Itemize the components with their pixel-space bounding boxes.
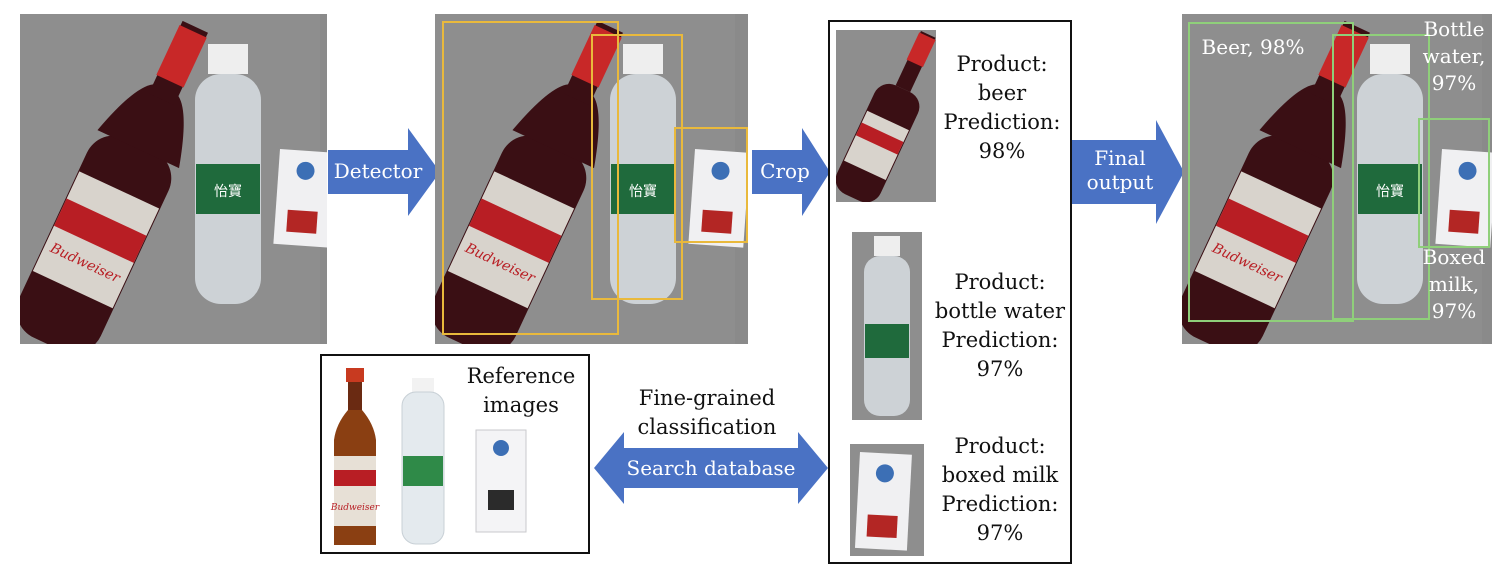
crop-product-label: Product: — [954, 270, 1046, 294]
crop-prediction-label: Prediction: — [943, 110, 1061, 134]
reference-images: Budweiser — [330, 368, 527, 545]
reference-panel: Budweiser Reference images — [320, 354, 590, 554]
search-database-label: Search database — [626, 456, 796, 480]
final-label-beer: Beer, 98% — [1201, 35, 1305, 59]
detector-arrow: Detector — [328, 128, 440, 216]
final-box-water — [1332, 34, 1430, 320]
crop-product-label: Product: — [956, 52, 1048, 76]
search-database-arrow: Search database — [594, 432, 828, 504]
crop-thumb-milk — [850, 444, 924, 556]
final-label-water: Bottle water, 97% — [1416, 16, 1492, 97]
final-output-line-1: Final — [1094, 146, 1146, 170]
detector-label: Detector — [333, 159, 423, 183]
detect-box-beer — [442, 21, 619, 335]
crop-prediction-value: 97% — [976, 521, 1024, 545]
detect-box-milk — [674, 127, 748, 243]
crop-product-value: boxed milk — [941, 463, 1059, 487]
final-label-milk-2: milk, — [1428, 272, 1480, 296]
crops-panel: Product: beer Prediction: 98% Product: b… — [828, 20, 1072, 564]
final-output-line-2: output — [1086, 170, 1154, 194]
crop-thumb-water — [852, 232, 922, 420]
reference-label-line-2: images — [483, 393, 559, 417]
crop-prediction-value: 98% — [978, 139, 1026, 163]
crop-prediction-label: Prediction: — [941, 492, 1059, 516]
crop-label: Crop — [760, 159, 810, 183]
crop-prediction-value: 97% — [976, 357, 1024, 381]
final-label-milk: Boxed milk, 97% — [1416, 244, 1492, 325]
final-output-photo: Beer, 98% Bottle water, 97% Boxed milk, … — [1182, 14, 1492, 344]
input-photo — [20, 14, 327, 344]
fine-grained-label: Fine-grained classification — [612, 384, 802, 442]
crop-prediction-label: Prediction: — [941, 328, 1059, 352]
crop-text-milk: Product: boxed milk Prediction: 97% — [934, 432, 1066, 548]
final-label-milk-3: 97% — [1431, 299, 1477, 323]
fine-grained-line-1: Fine-grained — [638, 386, 776, 410]
detection-photo — [435, 14, 748, 344]
detect-box-water — [591, 34, 683, 300]
fine-grained-line-2: classification — [637, 415, 777, 439]
crop-text-beer: Product: beer Prediction: 98% — [938, 50, 1066, 166]
final-box-milk — [1418, 118, 1490, 248]
final-label-water-3: 97% — [1431, 71, 1477, 95]
crop-product-value: bottle water — [934, 299, 1066, 323]
crop-thumb-beer — [836, 30, 936, 202]
final-label-water-2: water, — [1422, 44, 1486, 68]
crop-arrow: Crop — [752, 128, 830, 216]
final-label-water-1: Bottle — [1423, 17, 1485, 41]
final-output-arrow: Final output — [1072, 120, 1184, 224]
final-label-milk-1: Boxed — [1422, 245, 1486, 269]
final-output-label: Final output — [1072, 146, 1168, 194]
crop-product-label: Product: — [954, 434, 1046, 458]
crop-product-value: beer — [977, 81, 1027, 105]
crop-text-water: Product: bottle water Prediction: 97% — [930, 268, 1070, 384]
reference-label-line-1: Reference — [466, 364, 576, 388]
reference-images-label: Reference images — [456, 362, 586, 420]
svg-text:Budweiser: Budweiser — [330, 503, 380, 513]
final-box-beer — [1188, 22, 1354, 322]
